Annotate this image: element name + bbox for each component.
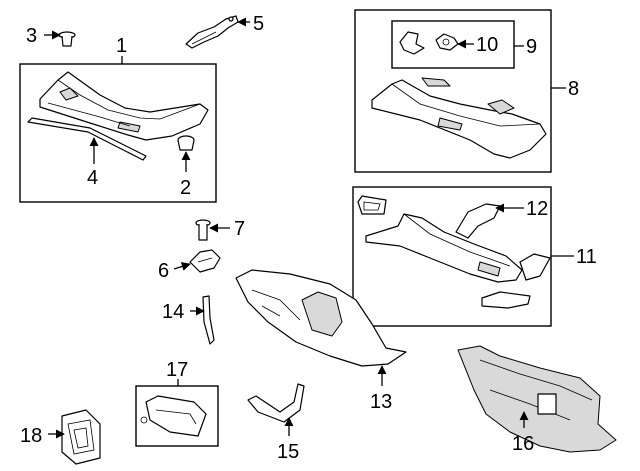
callout-8: 8: [568, 78, 579, 100]
part-5-bracket: [185, 15, 239, 49]
callout-14: 14: [162, 301, 184, 323]
part-1-cowl-panel: [39, 71, 209, 141]
callout-6: 6: [158, 260, 169, 282]
part-8-plenum: [371, 77, 547, 159]
group-box-1: [19, 63, 217, 203]
part-10-clip: [435, 33, 459, 51]
callout-1: 1: [116, 35, 127, 57]
part-18-grommet: [61, 409, 101, 465]
part-6-bracket: [189, 249, 221, 273]
callout-13: 13: [370, 391, 392, 413]
callout-17: 17: [166, 359, 188, 381]
part-7-bolt: [195, 219, 211, 241]
callout-9: 9: [526, 36, 537, 58]
part-16-insulator: [457, 345, 617, 453]
part-2-grommet: [177, 135, 195, 151]
callout-4: 4: [87, 167, 98, 189]
callout-11: 11: [576, 246, 597, 268]
callout-12: 12: [526, 198, 548, 220]
part-3-push-pin: [58, 31, 76, 47]
callout-15: 15: [277, 441, 299, 463]
part-12-bracket: [455, 203, 501, 239]
part-11-dash-panel-upper: [365, 213, 523, 283]
callout-2: 2: [180, 177, 191, 199]
part-4-weatherstrip: [27, 117, 147, 161]
part-11-side-panel-piece: [357, 195, 387, 215]
callout-10: 10: [476, 34, 498, 56]
group-box-8: [354, 9, 552, 173]
leader-6: [173, 262, 191, 271]
callout-3: 3: [26, 25, 37, 47]
part-11-end-bracket: [519, 253, 551, 281]
group-box-9: [391, 20, 515, 69]
part-15-brace: [247, 383, 305, 423]
part-9-bracket: [399, 31, 425, 55]
part-14-brace: [202, 295, 215, 345]
callout-18: 18: [20, 425, 42, 447]
part-11-lower-reinforcement: [481, 291, 531, 309]
group-box-17: [135, 385, 219, 447]
callout-5: 5: [253, 13, 264, 35]
callout-16: 16: [512, 433, 534, 455]
callout-7: 7: [234, 218, 245, 240]
part-17-bracket: [140, 395, 207, 437]
part-13-dash-panel: [235, 269, 407, 367]
